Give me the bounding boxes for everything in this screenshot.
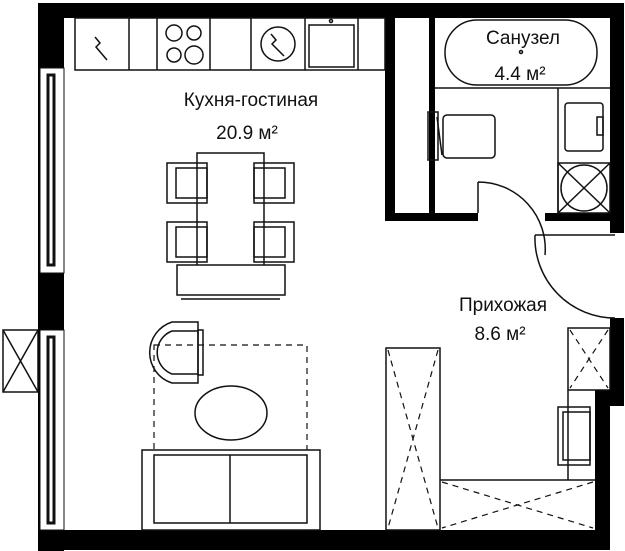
rug [153, 344, 308, 531]
washbasin-icon [564, 102, 604, 152]
room-name-hallway: Прихожая [459, 295, 547, 316]
room-area-kitchen-living: 20.9 м² [216, 123, 278, 144]
kitchen-counter [74, 17, 386, 71]
washing-machine-icon [557, 162, 611, 214]
hall-chair [557, 406, 591, 466]
armchair [148, 321, 204, 384]
dining-table [166, 152, 295, 300]
window-bottom-left [39, 329, 65, 531]
sofa [141, 449, 321, 531]
coffee-table [194, 385, 268, 441]
balcony-vent-icon [2, 329, 39, 393]
dishwasher-icon [260, 26, 296, 62]
window-top-left [39, 67, 65, 274]
bathtub [444, 19, 598, 86]
bathroom-door-swing [477, 181, 547, 256]
kitchen-sink-icon [308, 18, 355, 68]
stove-icon [165, 24, 204, 65]
storage-area [440, 479, 595, 529]
toilet-icon [427, 111, 496, 161]
wardrobe [385, 347, 441, 531]
entrance-door-swing [534, 234, 616, 319]
room-name-kitchen-living: Кухня-гостиная [184, 90, 318, 111]
room-area-bathroom: 4.4 м² [494, 64, 545, 85]
fridge-icon [94, 36, 108, 61]
room-area-hallway: 8.6 м² [474, 324, 525, 345]
room-name-bathroom: Санузел [486, 28, 560, 49]
